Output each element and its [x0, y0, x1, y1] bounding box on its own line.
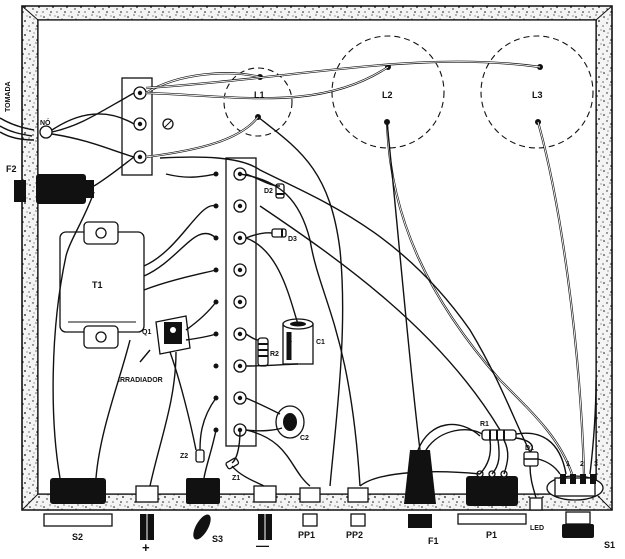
- label-led: LED: [530, 525, 544, 532]
- label-s3: S3: [212, 534, 223, 544]
- lamp-l1-circle: [223, 67, 293, 137]
- capacitor-c2: [275, 405, 305, 439]
- label-l2: L2: [382, 90, 393, 100]
- label-plus: +: [142, 540, 150, 554]
- mains-cord: [0, 117, 35, 141]
- label-l3: L3: [532, 90, 543, 100]
- label-s2: S2: [72, 532, 83, 542]
- labels: TOMADA NÓ F2 T1 Q1 IRRADIADOR D2 D3 R2 C…: [5, 81, 615, 555]
- jack-pp2: [347, 487, 369, 527]
- capacitor-c1: +: [282, 318, 314, 365]
- label-z1: Z1: [232, 475, 240, 482]
- label-z2: Z2: [180, 453, 188, 460]
- label-c1: C1: [316, 339, 325, 346]
- lamp-l3-circle: [480, 35, 594, 149]
- label-switch-3: 3: [594, 461, 598, 468]
- fuse-holder-f2: [14, 174, 94, 204]
- label-q1: Q1: [142, 329, 151, 336]
- switch-s2: [43, 478, 113, 527]
- label-s1: S1: [604, 540, 615, 550]
- label-irradiador: IRRADIADOR: [118, 377, 163, 384]
- transformer-t1: [59, 221, 145, 349]
- fuse-holder-f1: [404, 450, 436, 528]
- label-d1: D1: [525, 445, 534, 452]
- svg-text:+: +: [288, 339, 292, 346]
- label-t1: T1: [92, 280, 103, 290]
- label-pp2: PP2: [346, 530, 363, 540]
- cord-knot: [39, 125, 53, 139]
- resistor-r2: [257, 337, 269, 367]
- resistor-r1: [481, 429, 517, 441]
- diode-d3: [271, 228, 287, 238]
- led: [529, 497, 543, 511]
- label-switch-2: 2: [580, 461, 584, 468]
- switch-s3: [186, 478, 220, 540]
- label-f2: F2: [6, 164, 17, 174]
- label-l1: L1: [254, 90, 265, 100]
- label-minus: —: [256, 538, 269, 553]
- wiring: [51, 60, 597, 499]
- zener-z1: [225, 457, 240, 470]
- label-r1: R1: [480, 421, 489, 428]
- label-f1: F1: [428, 536, 439, 546]
- label-p1: P1: [486, 530, 497, 540]
- terminal-strip: [213, 157, 257, 447]
- zener-z2: [195, 449, 205, 463]
- label-d3: D3: [288, 236, 297, 243]
- jack-pp1: [299, 487, 321, 527]
- label-pp1: PP1: [298, 530, 315, 540]
- label-c2: C2: [300, 435, 309, 442]
- transistor-q1: [139, 315, 191, 363]
- label-no: NÓ: [40, 118, 51, 127]
- diode-d1: [523, 451, 539, 467]
- label-switch-1: 1: [566, 461, 570, 468]
- terminal-minus: [253, 485, 277, 540]
- label-d2: D2: [264, 188, 273, 195]
- label-tomada: TOMADA: [5, 81, 12, 112]
- label-r2: R2: [270, 351, 279, 358]
- terminal-plus: [135, 485, 159, 540]
- switch-s1-knob: [562, 511, 594, 538]
- potentiometer-p1: [457, 470, 527, 525]
- rotary-switch-s1: [546, 474, 604, 501]
